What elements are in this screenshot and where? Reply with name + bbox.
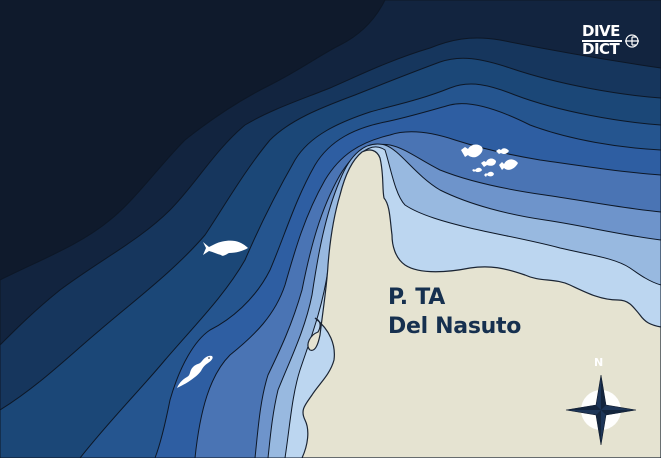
site-name-line2: Del Nasuto bbox=[388, 314, 522, 339]
fish-school-icon bbox=[461, 144, 518, 177]
compass-north-label: N bbox=[594, 356, 604, 369]
trident-icon bbox=[625, 34, 639, 48]
land-headland bbox=[301, 149, 661, 458]
site-name-label: P. TA Del Nasuto bbox=[388, 283, 521, 341]
brand-line1: DIVE bbox=[582, 22, 620, 40]
fish-icon bbox=[203, 240, 248, 256]
compass-rose bbox=[565, 374, 637, 446]
brand-line2: DICT bbox=[582, 40, 620, 58]
site-name-line1: P. TA bbox=[388, 285, 445, 310]
brand-logo: DIVE DICT bbox=[582, 22, 642, 60]
brand-divider bbox=[582, 40, 622, 42]
eel-icon bbox=[177, 355, 213, 388]
